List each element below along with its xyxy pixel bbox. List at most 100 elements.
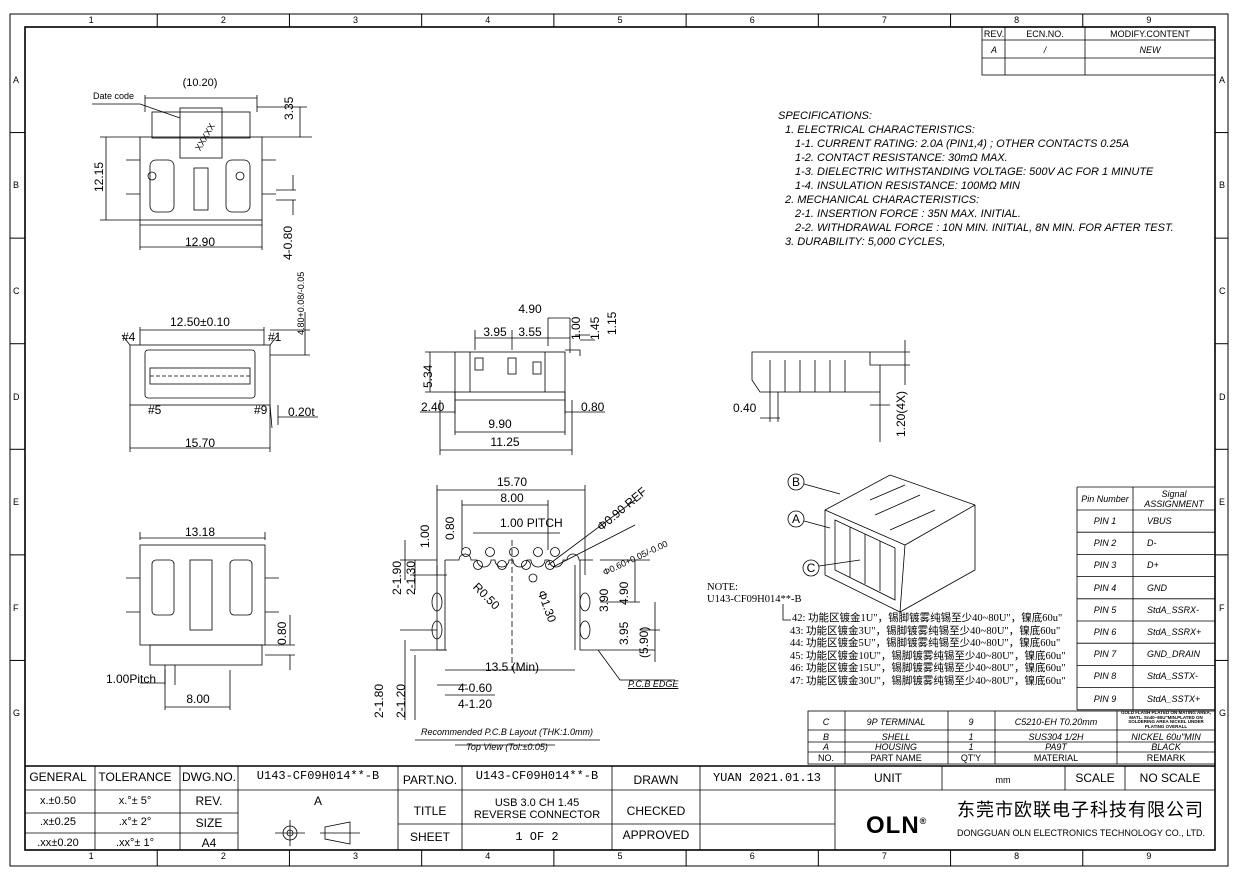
bom-header: QT'Y (960, 753, 982, 763)
spec-title: SPECIFICATIONS: (778, 110, 872, 122)
oln-logo: OLN® (866, 812, 928, 839)
note-line: 44: 功能区镀金5U"，锡脚镀雾纯锡至少40~80U"，镍底60u" (790, 638, 1061, 649)
pin-number: PIN 7 (1093, 649, 1117, 660)
unit-label: UNIT (874, 771, 902, 785)
dim-label: 1.15 (605, 311, 619, 335)
bom-cell: NICKEL 60u"MIN (1131, 732, 1201, 742)
modify-header: MODIFY.CONTENT (1110, 29, 1190, 39)
dim-label: 12.90 (184, 235, 216, 249)
dim-label: 2-1.90 (390, 560, 404, 595)
note-part: U143-CF09H014**-B (707, 594, 802, 605)
pin-label: #4 (122, 330, 136, 344)
note-line: 45: 功能区镀金10U"，锡脚镀雾纯锡至少40~80U"，镍底60u" (790, 650, 1066, 662)
bom-cell: PA9T (1045, 742, 1067, 752)
pcb-pin-hole (509, 547, 519, 557)
company-name-cn: 东莞市欧联电子科技有限公司 (957, 800, 1204, 820)
title-line2: REVERSE CONNECTOR (473, 809, 601, 821)
pin-number: PIN 1 (1093, 516, 1117, 526)
zone-row-label: A (13, 74, 20, 85)
logo-text: OLN (866, 812, 920, 839)
bom-header: REMARK (1146, 753, 1186, 763)
dim-label: 0.40 (733, 401, 757, 415)
bom-cell: A (822, 742, 830, 752)
checked-label: CHECKED (626, 804, 686, 818)
size: A4 (201, 836, 217, 850)
dim-label: 1.00 (418, 524, 432, 548)
pin-signal: StdA_SSTX- (1147, 671, 1199, 682)
spec-line: 3. DURABILITY: 5,000 CYCLES, (785, 236, 946, 248)
isometric-view (787, 473, 976, 613)
callout-a: A (791, 512, 801, 526)
zone-column-label: 5 (617, 15, 623, 25)
angular-tolerance: .xx°± 1° (115, 837, 155, 849)
pin-signal: GND (1147, 582, 1167, 593)
dim-label: 3.90 (597, 588, 611, 612)
linear-tolerance: x.±0.50 (39, 795, 77, 807)
dwg-no-label: DWG.NO. (182, 770, 236, 784)
dim-label: 9.90 (488, 417, 512, 431)
modify-value: NEW (1139, 45, 1161, 55)
dim-label: (5.90) (637, 626, 651, 658)
dim-label: 0.80 (443, 516, 457, 540)
pin-number: PIN 6 (1093, 627, 1117, 637)
title-label: TITLE (413, 804, 447, 818)
zone-row-label: E (1219, 497, 1226, 508)
rev-header: REV. (983, 29, 1005, 39)
zone-row-label: G (13, 708, 21, 719)
spec-line: 2-2. WITHDRAWAL FORCE : 10N MIN. INITIAL… (795, 222, 1174, 234)
zone-row-label: C (13, 285, 20, 296)
zone-column-label: 4 (485, 851, 491, 861)
dim-label: 1.45 (588, 316, 602, 340)
pin-label: #5 (148, 403, 162, 417)
zone-column-label: 7 (881, 851, 887, 861)
spec-line: 2-1. INSERTION FORCE : 35N MAX. INITIAL. (795, 208, 1021, 220)
pcb-caption: Recommended P.C.B Layout (THK:1.0mm) (421, 727, 593, 737)
side-view (420, 317, 605, 455)
dim-label: 2.40 (421, 400, 445, 414)
part-no: U143-CF09H014**-B (475, 769, 599, 783)
zone-column-label: 9 (1146, 851, 1152, 861)
angular-tolerance: .x°± 2° (118, 816, 152, 828)
pin-number-header: Pin Number (1081, 494, 1129, 504)
bom-cell: HOUSING (874, 742, 918, 752)
dim-label: 2-1.20 (394, 683, 408, 718)
dim-label: 15.70 (184, 436, 216, 450)
zone-column-label: 1 (88, 15, 94, 25)
zone-row-label: F (13, 602, 19, 613)
zone-row-label: B (13, 180, 20, 191)
zone-row-label: A (1219, 74, 1226, 85)
zone-column-label: 3 (353, 851, 359, 861)
dim-label: 4-1.20 (458, 697, 493, 711)
dim-label: 1.00 PITCH (500, 516, 563, 530)
note-line: 43: 功能区镀金3U"，锡脚镀雾纯锡至少40~80U"，镍底60u" (790, 625, 1061, 637)
bom-cell: 1 (968, 742, 974, 752)
note-line: 42: 功能区镀金1U"，锡脚镀雾纯锡至少40~80U"，镍底60u" (792, 613, 1063, 624)
pcb-edge-label: P.C.B EDGE (628, 679, 679, 689)
zone-row-label: D (1219, 391, 1226, 402)
spec-line: 1-4. INSULATION RESISTANCE: 100MΩ MIN (795, 180, 1020, 192)
zone-column-label: 8 (1014, 15, 1020, 25)
pcb-pin-hole (497, 560, 507, 570)
date-code-label: Date code (93, 91, 135, 101)
bom-header: NO. (817, 753, 835, 763)
zone-column-label: 3 (353, 15, 359, 25)
pcb-pin-hole (485, 547, 495, 557)
zone-row-label: D (13, 391, 20, 402)
bom-cell: SUS304 1/2H (1028, 732, 1084, 742)
dim-label: 11.25 (490, 435, 520, 449)
pin-label: #9 (254, 403, 268, 417)
zone-row-label: B (1219, 180, 1226, 191)
bom-cell: BLACK (1151, 742, 1181, 752)
size-label: SIZE (195, 816, 223, 830)
zone-column-label: 7 (881, 15, 887, 25)
pin-number: PIN 9 (1093, 693, 1117, 704)
rev-value: A (990, 45, 998, 55)
pin-signal: VBUS (1147, 516, 1172, 526)
zone-column-label: 1 (88, 851, 94, 861)
pin-signal: StdA_SSRX+ (1147, 627, 1202, 637)
bom-header: PART NAME (870, 753, 922, 763)
general-label: GENERAL (29, 770, 87, 784)
zone-row-label: E (13, 497, 20, 508)
bom-cell: B (822, 732, 830, 742)
